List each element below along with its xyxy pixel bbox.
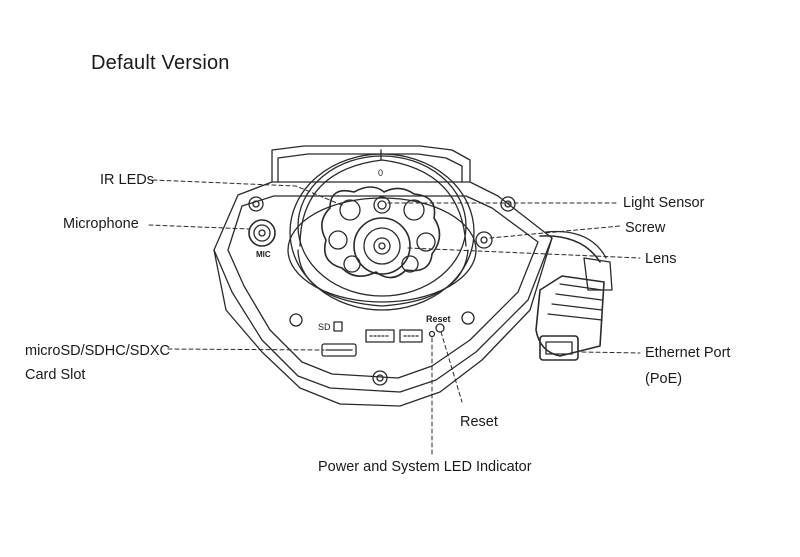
sd-mark: SD — [318, 322, 331, 332]
screw — [248, 196, 264, 212]
leader-screw — [489, 225, 621, 239]
leader-sd-card — [167, 348, 325, 351]
dome-outer-ring — [289, 153, 475, 311]
ir-led — [401, 255, 419, 273]
ir-led — [416, 232, 436, 252]
label-light-sensor: Light Sensor — [623, 195, 705, 211]
dial-zero-mark: 0 — [378, 168, 384, 178]
label-microphone: Microphone — [63, 216, 139, 232]
led-indicator — [428, 330, 436, 338]
ir-led — [328, 230, 348, 250]
lens — [353, 217, 411, 275]
leader-ethernet — [581, 351, 641, 354]
screw — [500, 196, 516, 212]
ethernet-port — [539, 335, 579, 361]
leader-lens — [407, 247, 641, 259]
label-ir-leds: IR LEDs — [100, 172, 154, 188]
connector — [399, 329, 423, 343]
label-ethernet-line2: (PoE) — [645, 371, 683, 387]
leader-ir-leds — [152, 179, 345, 207]
label-sd-line2: Card Slot — [25, 367, 86, 383]
reset-mark: Reset — [426, 314, 451, 324]
label-power-led: Power and System LED Indicator — [318, 459, 532, 475]
leader-reset — [440, 331, 463, 403]
label-screw: Screw — [625, 220, 666, 236]
ir-led — [339, 199, 361, 221]
ir-led-cluster — [321, 186, 441, 279]
ethernet-cable — [539, 235, 601, 263]
ir-led — [403, 199, 425, 221]
light-sensor — [373, 196, 391, 214]
label-ethernet-line1: Ethernet Port — [645, 345, 731, 361]
mic-mark: MIC — [256, 250, 271, 259]
screw — [475, 231, 493, 249]
base-plate — [213, 181, 553, 393]
screw — [289, 313, 303, 327]
top-housing — [271, 145, 471, 183]
screw — [372, 370, 388, 386]
page-title: Default Version — [91, 52, 230, 74]
label-sd-line1: microSD/SDHC/SDXC — [25, 343, 171, 359]
connector — [365, 329, 395, 343]
leader-microphone — [148, 224, 251, 230]
label-lens: Lens — [645, 251, 677, 267]
label-reset: Reset — [460, 414, 498, 430]
microphone — [248, 219, 276, 247]
screw — [461, 311, 475, 325]
reset-button — [435, 323, 445, 333]
